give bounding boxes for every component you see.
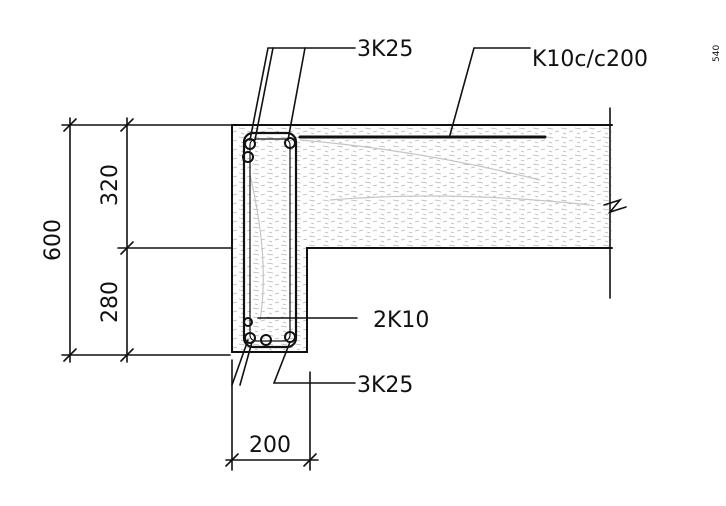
- label-bottom-bars: 3K25: [357, 373, 413, 398]
- dimension-lines: [61, 117, 319, 471]
- rebar-bottom-2: [260, 334, 272, 346]
- dim-lower-height: 280: [98, 281, 123, 323]
- dim-width: 200: [249, 433, 291, 458]
- stirrup: [242, 131, 298, 349]
- dim-total-height: 600: [41, 219, 66, 261]
- rebar-bottom-1: [244, 332, 256, 344]
- section-outline: [231, 107, 627, 353]
- rebar-side-1: [243, 317, 253, 327]
- label-top-bars: 3K25: [357, 37, 413, 62]
- leader-lines: [231, 47, 531, 386]
- label-side-bars: 2K10: [373, 308, 429, 333]
- dim-upper-height: 320: [98, 164, 123, 206]
- label-corner-note: 540: [712, 45, 722, 62]
- rebar-top-2: [242, 151, 254, 163]
- rebar-top-3: [284, 137, 296, 149]
- label-slab-reinforcement: K10c/c200: [532, 47, 648, 72]
- concrete-fill: [232, 125, 612, 352]
